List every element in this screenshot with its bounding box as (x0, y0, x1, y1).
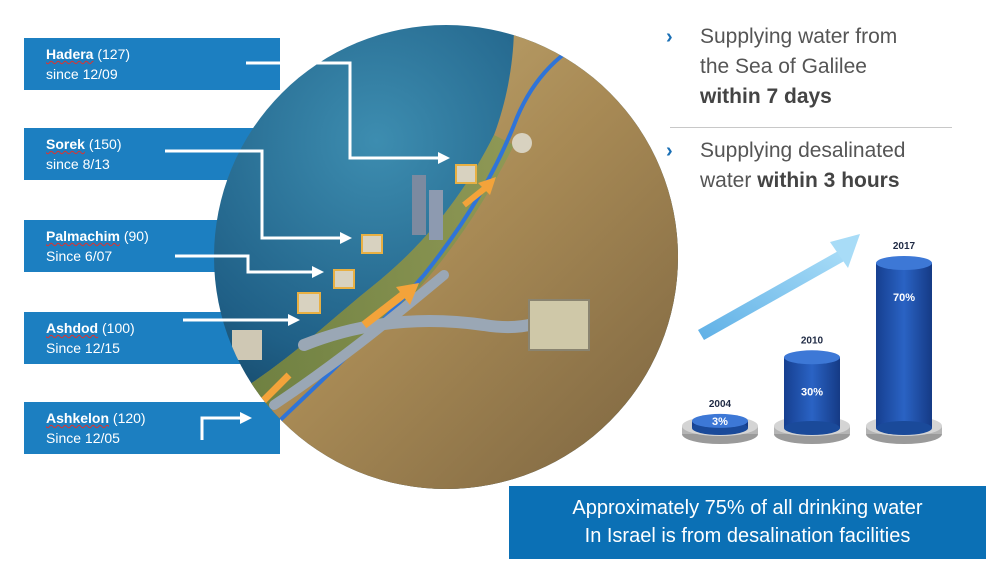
bar-year-label: 2017 (893, 241, 916, 252)
plant-since: since 12/09 (46, 66, 118, 82)
bullet-bold: within 3 hours (757, 169, 900, 192)
cylinder-top (876, 256, 932, 270)
cylinder-bottom (784, 421, 840, 435)
bar-value-label: 30% (801, 386, 823, 398)
bullet-line: Supplying desalinated (700, 139, 906, 162)
plant-label-ashkelon: Ashkelon (120) Since 12/05 (24, 402, 280, 454)
bar-value-label: 70% (893, 292, 915, 304)
bullet-line: Supplying water from (700, 25, 898, 48)
plant-name: Ashdod (46, 320, 99, 336)
bullet-line: water (700, 169, 758, 192)
cylinder-top (692, 413, 748, 428)
bar-year-label: 2010 (801, 335, 824, 346)
plant-since: Since 12/05 (46, 430, 120, 446)
plant-label-hadera: Hadera (127) since 12/09 (24, 38, 280, 90)
plant-capacity: (120) (112, 410, 146, 426)
plant-capacity: (90) (123, 228, 149, 244)
plant-since: since 8/13 (46, 156, 110, 172)
plant-capacity: (150) (88, 136, 122, 152)
divider (670, 127, 952, 128)
trend-arrow-icon (698, 234, 860, 340)
desalination-note: Approximately 75% of all drinking water … (509, 486, 986, 559)
note-line: In Israel is from desalination facilitie… (584, 525, 911, 547)
plant-since: Since 12/15 (46, 340, 120, 356)
plant-name: Sorek (46, 136, 85, 152)
chevron-right-icon: › (666, 140, 673, 162)
cylinder-bottom (876, 421, 932, 435)
bullet-bold: within 7 days (700, 85, 832, 108)
cylinder-bar (876, 263, 932, 428)
plant-label-sorek: Sorek (150) since 8/13 (24, 128, 280, 180)
coastline-map-illustration (214, 25, 678, 489)
plant-since: Since 6/07 (46, 248, 113, 264)
cylinder-top (784, 350, 840, 365)
chevron-right-icon: › (666, 26, 673, 48)
plant-capacity: (127) (97, 46, 131, 62)
plant-capacity: (100) (102, 320, 135, 336)
cylinder-bar (784, 357, 840, 428)
bar-year-label: 2004 (709, 399, 732, 410)
note-line: Approximately 75% of all drinking water (572, 497, 923, 519)
bar-value-label: 3% (712, 416, 728, 428)
bullet-line: the Sea of Galilee (700, 55, 867, 78)
plant-name: Hadera (46, 46, 94, 62)
plant-name: Ashkelon (46, 410, 110, 426)
map-svg (214, 25, 678, 489)
desalination-share-chart: 3% 2004 30% 2010 70% 2017 (682, 234, 942, 444)
plant-name: Palmachim (46, 228, 120, 244)
